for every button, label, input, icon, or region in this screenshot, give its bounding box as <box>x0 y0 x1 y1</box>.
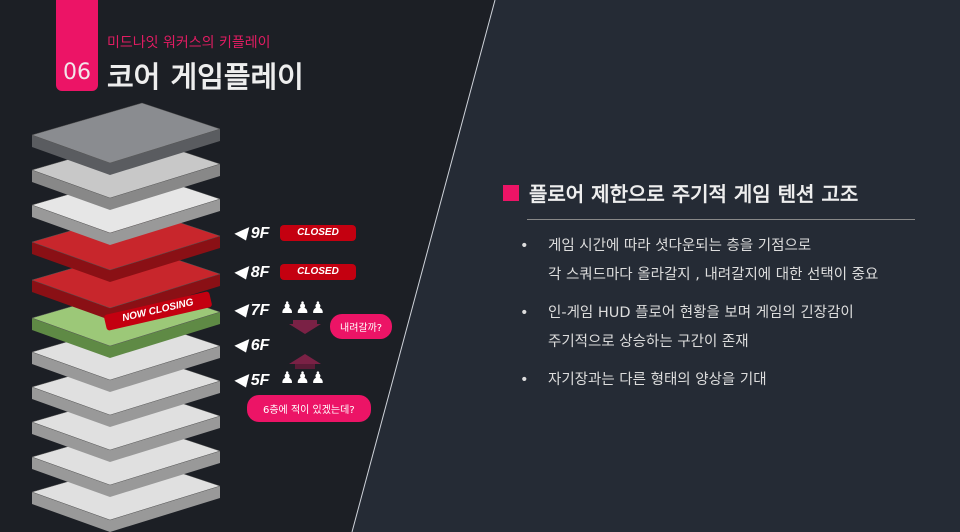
move-arrows-icon <box>289 320 321 369</box>
closed-badge-8f: CLOSED <box>280 264 356 280</box>
speech-bubble-enemy: 6층에 적이 있겠는데? <box>247 395 371 422</box>
closed-badge-9f: CLOSED <box>280 225 356 241</box>
speech-bubble-down: 내려갈까? <box>330 314 393 339</box>
squad-icon-7f: ♟♟♟ <box>280 298 327 317</box>
square-bullet-icon <box>503 184 519 201</box>
squad-icon-5f: ♟♟♟ <box>280 368 327 387</box>
floor-label-7f: ◀ 7F <box>234 302 270 319</box>
subtitle: 미드나잇 워커스의 키플레이 <box>107 35 271 51</box>
bullet-item: •자기장과는 다른 형태의 양상을 기대 <box>520 372 767 388</box>
floor-label-8f: ◀ 8F <box>234 264 270 281</box>
floor-label-6f: ◀ 6F <box>234 337 270 354</box>
divider <box>527 219 915 220</box>
section-heading: 플로어 제한으로 주기적 게임 텐션 고조 <box>503 178 858 207</box>
building-floor-stack <box>31 102 221 532</box>
floor-slab <box>31 102 221 175</box>
section-number-badge: 06 <box>56 0 98 91</box>
floor-label-5f: ◀ 5F <box>234 372 270 389</box>
page-title: 코어 게임플레이 <box>107 60 304 94</box>
floor-label-9f: ◀ 9F <box>234 225 270 242</box>
